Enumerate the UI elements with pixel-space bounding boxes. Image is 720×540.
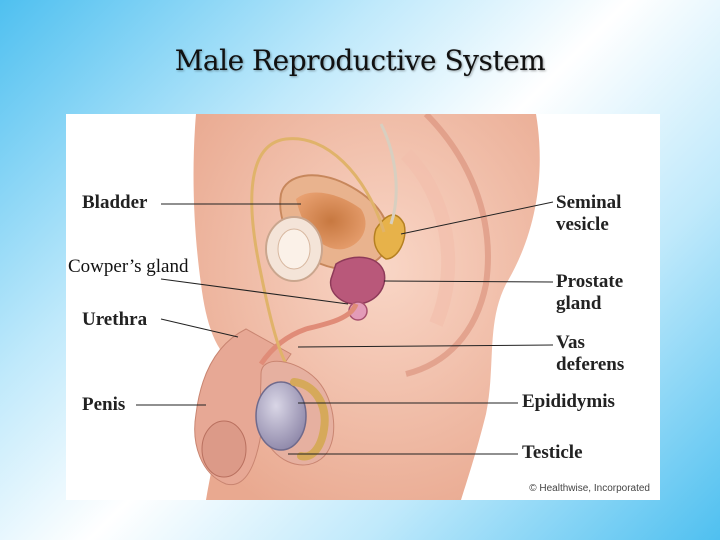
label-urethra: Urethra [82,309,148,330]
label-seminal-vesicle-2: vesicle [556,214,609,235]
label-vas-1: Vas [556,332,585,353]
epididymis-shape [290,378,329,461]
label-cowpers-gland: Cowper’s gland [68,256,189,278]
pubic-bone [265,216,323,282]
label-seminal-vesicle-1: Seminal [556,192,622,213]
prostate-shape [329,256,386,305]
label-epididymis: Epididymis [522,391,615,412]
label-prostate-2: gland [556,293,602,314]
leader-lines [136,201,554,455]
slide-title: Male Reproductive System [174,44,546,77]
image-credit: © Healthwise, Incorporated [529,483,650,494]
urethra-shape [258,302,359,366]
anatomy-figure: Bladder Seminal vesicle Prostate gland U… [66,114,660,500]
testicle-shape [255,360,335,466]
vas-deferens-shape [250,123,398,381]
anatomy-illustration [136,114,554,500]
label-prostate-1: Prostate [556,271,624,292]
label-penis: Penis [82,394,126,415]
label-testicle: Testicle [522,442,583,463]
label-vas-2: deferens [556,354,625,375]
label-bladder: Bladder [82,192,148,213]
